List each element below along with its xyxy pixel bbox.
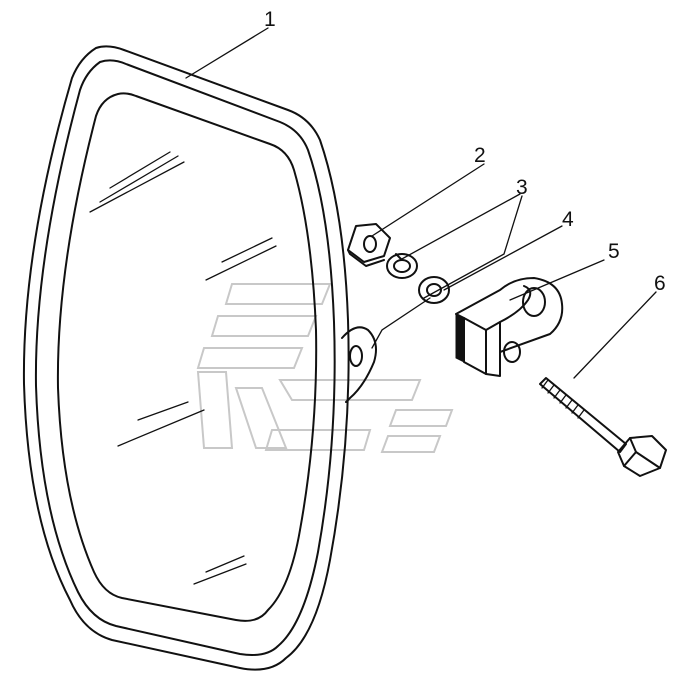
hex-nut-part-2 <box>347 223 391 267</box>
glass-reflection-marks <box>89 151 277 585</box>
callout-3: 3 <box>516 176 528 199</box>
hex-bolt-part-6 <box>539 377 667 477</box>
leader-line-3a <box>399 193 521 261</box>
leader-line-5 <box>509 259 605 301</box>
callout-4: 4 <box>562 208 574 231</box>
leader-line-3b <box>423 195 523 299</box>
watermark-logo <box>196 283 454 453</box>
leader-line-2 <box>371 163 485 237</box>
callout-2: 2 <box>474 144 486 167</box>
mirror-mounting-lug <box>341 326 377 403</box>
callout-1: 1 <box>264 8 276 31</box>
mirror-part-1 <box>22 45 377 671</box>
mirror-lug-hole <box>349 345 363 367</box>
flat-washer-part-4 <box>418 276 450 304</box>
mirror-glass-edge <box>56 92 318 622</box>
mirror-frame-inner-edge <box>34 59 336 656</box>
callout-5: 5 <box>608 240 620 263</box>
leader-line-6 <box>573 291 657 379</box>
leader-line-4 <box>443 225 563 291</box>
clamp-part-5 <box>455 277 564 377</box>
lock-washer-part-3 <box>386 253 418 279</box>
leader-line-1 <box>185 27 269 79</box>
leader-line-hidden <box>371 297 431 349</box>
mirror-outer-frame <box>22 45 350 671</box>
callout-6: 6 <box>654 272 666 295</box>
leader-lines <box>185 27 657 379</box>
